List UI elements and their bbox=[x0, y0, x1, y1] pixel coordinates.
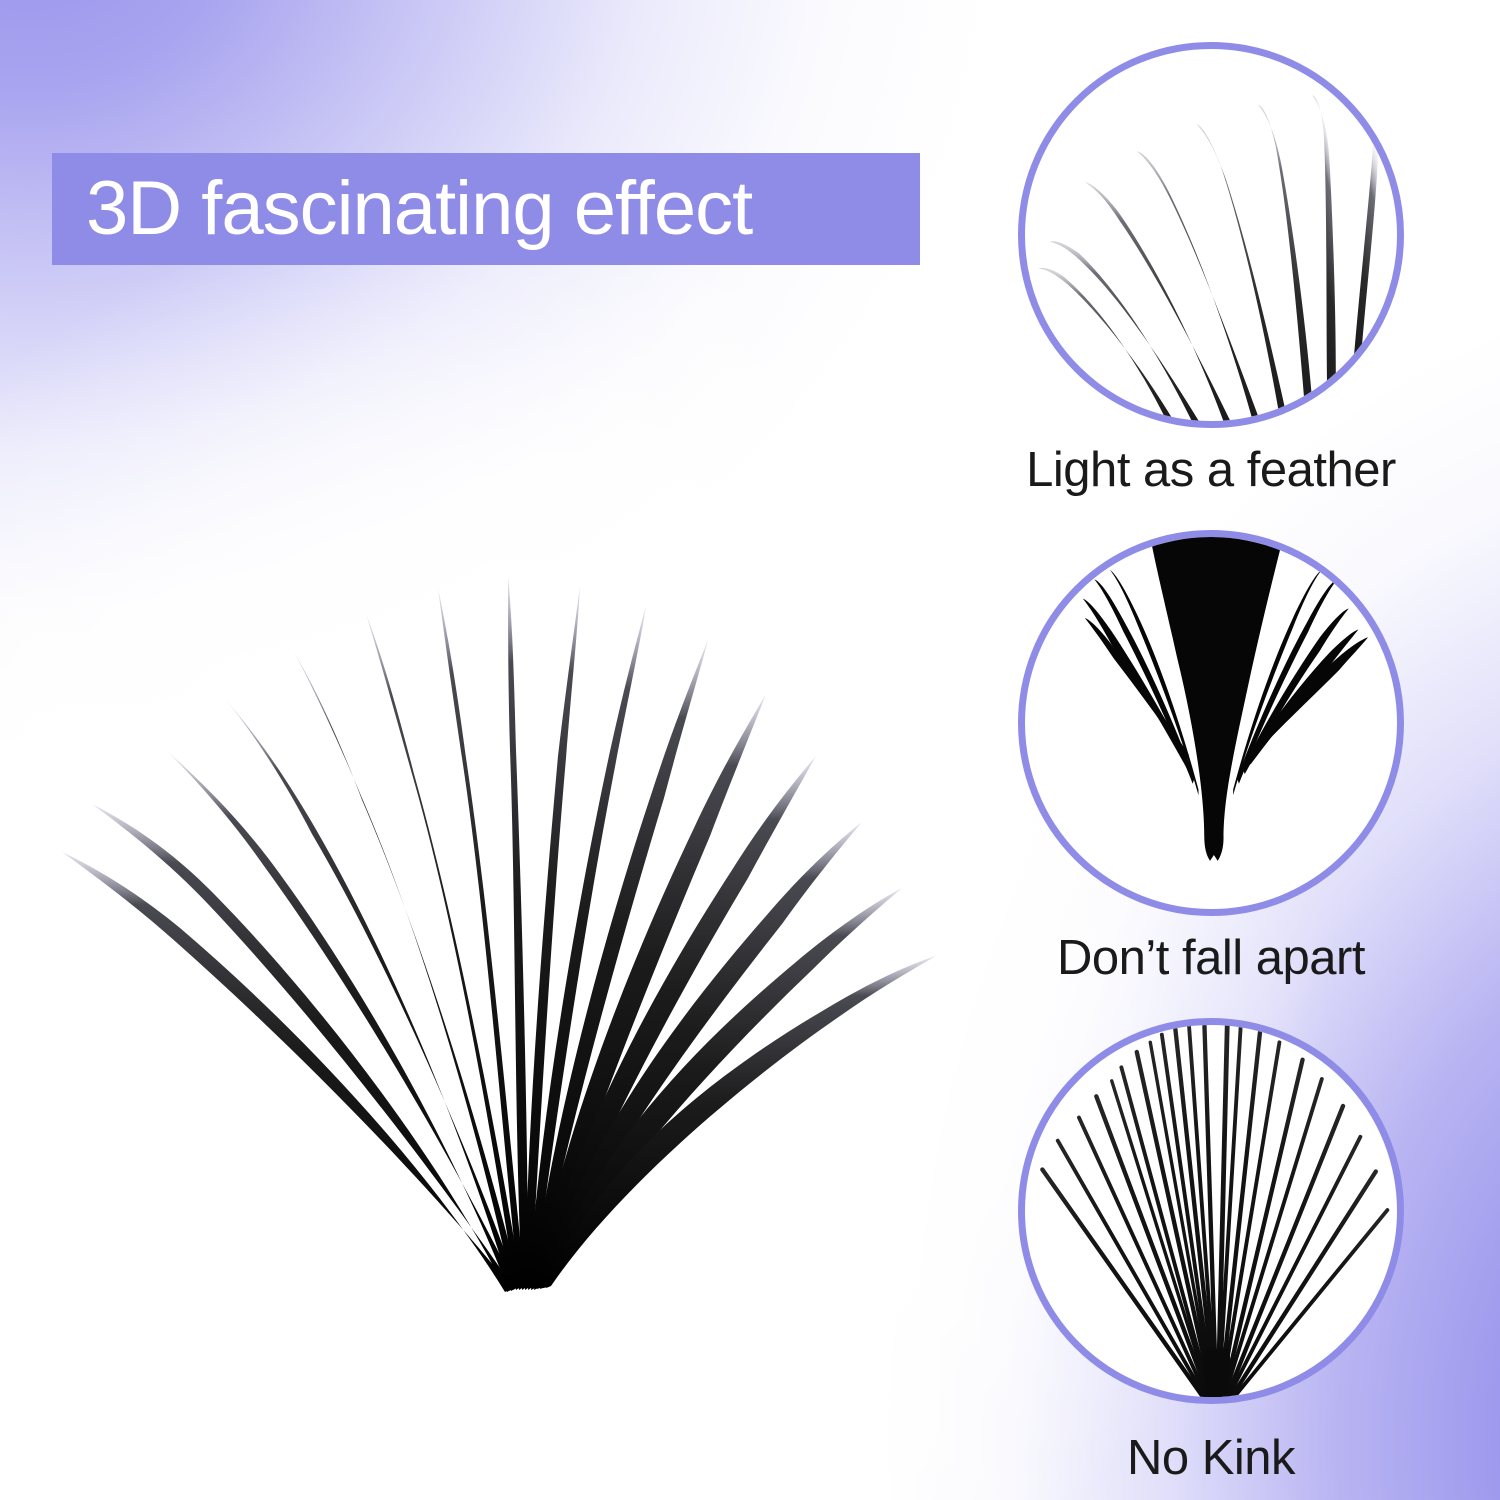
feature-label-dont-fall-apart: Don’t fall apart bbox=[1057, 931, 1365, 985]
main-lash-fan bbox=[0, 330, 1020, 1360]
page-title: 3D fascinating effect bbox=[86, 166, 753, 251]
lash-tip-fibers bbox=[1038, 95, 1397, 421]
lash-base-bundle bbox=[1082, 537, 1369, 861]
feature-light-as-a-feather: Light as a feather bbox=[1018, 42, 1404, 498]
feature-label-no-kink: No Kink bbox=[1126, 1431, 1296, 1485]
feature-circle-lash-base bbox=[1018, 530, 1404, 916]
lash-base-cluster bbox=[1203, 1348, 1231, 1397]
feature-circle-lash-tips bbox=[1018, 42, 1404, 428]
feature-label-light-as-a-feather: Light as a feather bbox=[1026, 443, 1396, 497]
feature-circle-straight-fibers bbox=[1018, 1018, 1404, 1404]
lash-fiber-group bbox=[62, 576, 936, 1292]
straight-lash-fibers bbox=[1040, 1025, 1390, 1397]
feature-no-kink: No Kink bbox=[1018, 1018, 1404, 1486]
title-banner: 3D fascinating effect bbox=[52, 153, 920, 265]
feature-dont-fall-apart: Don’t fall apart bbox=[1018, 530, 1404, 986]
